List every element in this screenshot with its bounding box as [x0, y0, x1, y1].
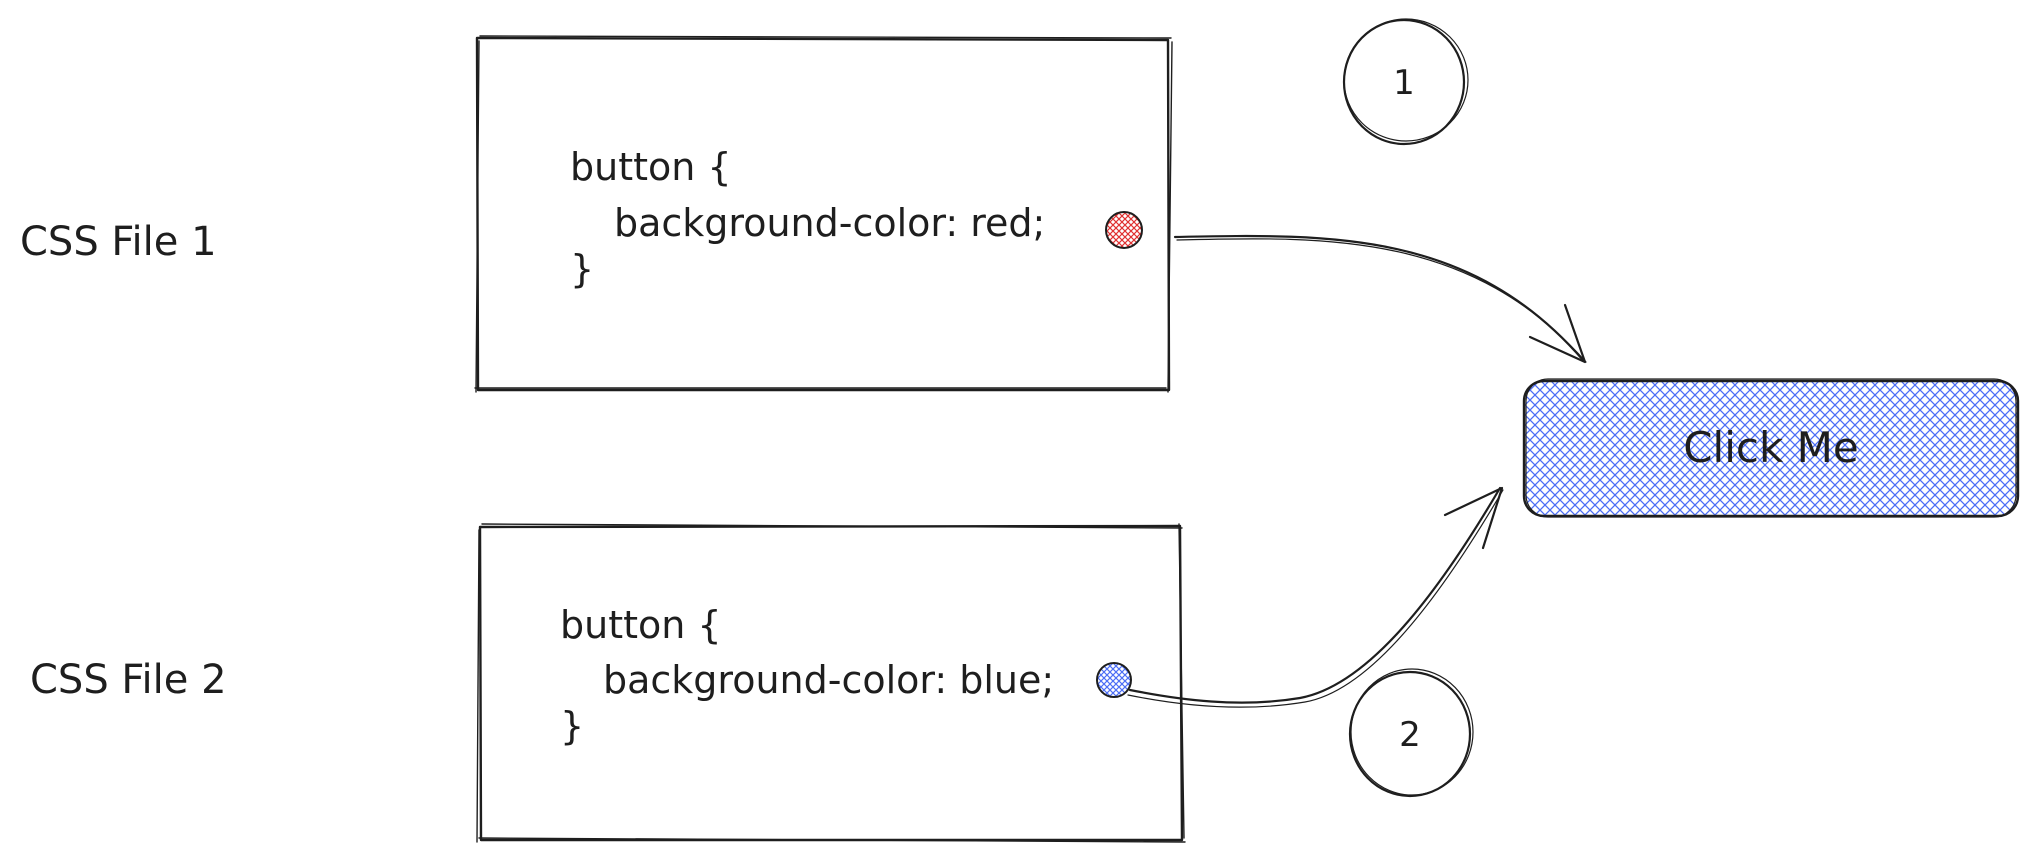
- code-2-line-3: }: [560, 704, 584, 748]
- css-file-1-label: CSS File 1: [20, 219, 217, 265]
- code-1-line-1: button {: [570, 145, 732, 189]
- arrow-file-2-to-button: [1127, 486, 1504, 708]
- step-2-badge: 2: [1348, 668, 1474, 798]
- code-2-line-1: button {: [560, 603, 722, 647]
- red-swatch-icon: [1105, 211, 1143, 249]
- click-me-button[interactable]: Click Me: [1522, 378, 2020, 518]
- step-2-number: 2: [1399, 715, 1421, 755]
- step-1-number: 1: [1393, 63, 1415, 103]
- code-2-line-2: background-color: blue;: [603, 658, 1054, 702]
- arrow-file-1-to-button: [1173, 234, 1587, 364]
- code-box-2: button { background-color: blue; }: [476, 523, 1186, 843]
- code-box-1: button { background-color: red; }: [474, 35, 1173, 393]
- click-me-button-label: Click Me: [1683, 423, 1859, 472]
- code-1-line-3: }: [570, 247, 594, 291]
- css-file-2-label: CSS File 2: [30, 657, 227, 703]
- code-1-line-2: background-color: red;: [614, 201, 1045, 245]
- step-1-badge: 1: [1342, 18, 1469, 146]
- blue-swatch-icon: [1096, 662, 1132, 698]
